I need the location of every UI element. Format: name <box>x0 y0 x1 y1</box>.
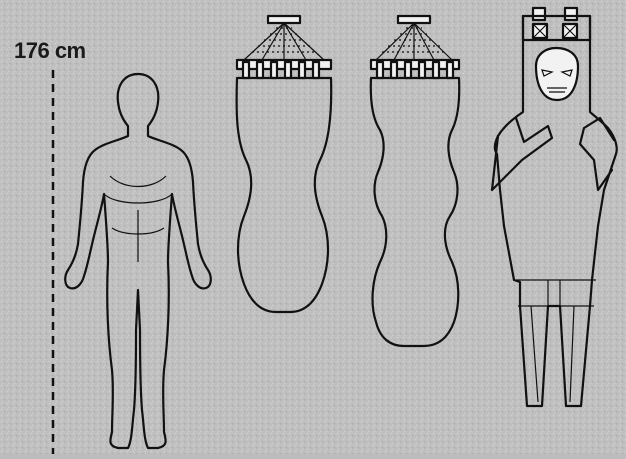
bag-top-ring <box>371 60 459 69</box>
height-label: 176 cm <box>14 38 86 64</box>
ceiling-mount <box>398 16 430 23</box>
dummy-hook-right <box>565 8 577 20</box>
ceiling-mount <box>268 16 300 23</box>
dummy-hook-left <box>533 8 545 20</box>
